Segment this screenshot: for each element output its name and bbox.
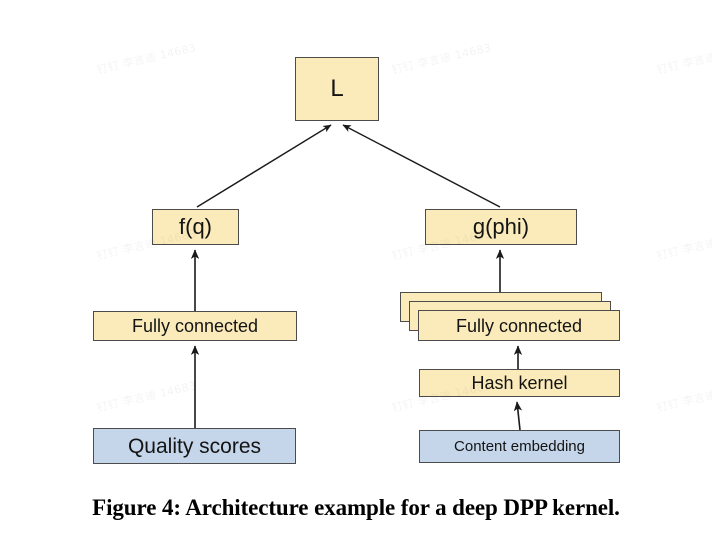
node-feature-function[interactable]: g(phi) — [425, 209, 577, 245]
edge-content-to-hash — [513, 401, 523, 431]
figure-canvas: 钉钉 李言迪 14683钉钉 李言迪 14683钉钉 李言迪 14683钉钉 李… — [93, 41, 712, 464]
edge-fq-to-l — [196, 124, 332, 208]
node-fully-connected-right[interactable]: Fully connected — [418, 310, 620, 341]
figure-caption: Figure 4: Architecture example for a dee… — [92, 495, 620, 520]
node-quality-function[interactable]: f(q) — [152, 209, 239, 245]
connector-layer — [190, 124, 523, 431]
node-content-embedding[interactable]: Content embedding — [419, 430, 620, 463]
edge-gphi-to-l — [342, 124, 501, 208]
node-fully-connected-left[interactable]: Fully connected — [93, 311, 297, 341]
node-quality-scores[interactable]: Quality scores — [93, 428, 296, 464]
node-kernel-output[interactable]: L — [295, 57, 379, 121]
node-hash-kernel[interactable]: Hash kernel — [419, 369, 620, 397]
